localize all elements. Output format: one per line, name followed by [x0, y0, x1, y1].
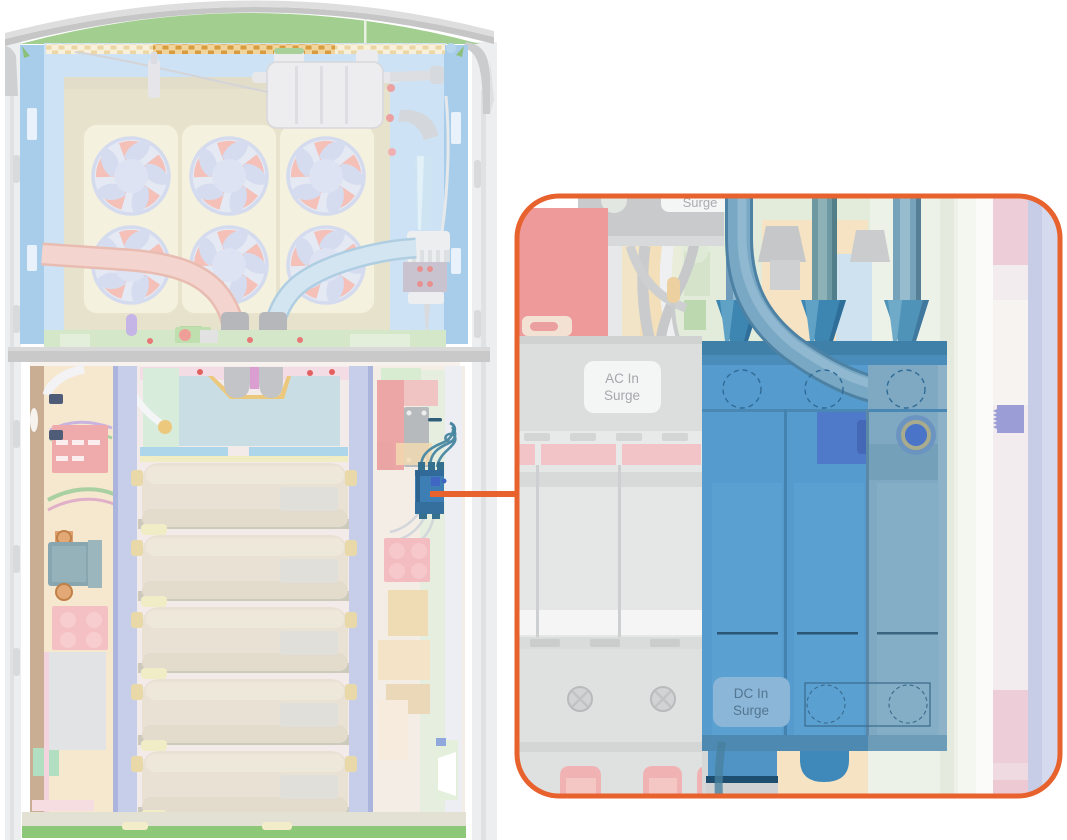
svg-text:Surge: Surge [733, 703, 769, 718]
svg-text:AC In: AC In [605, 371, 639, 386]
svg-text:Surge: Surge [683, 195, 718, 210]
svg-text:DC In: DC In [734, 686, 769, 701]
svg-text:Surge: Surge [604, 388, 640, 403]
